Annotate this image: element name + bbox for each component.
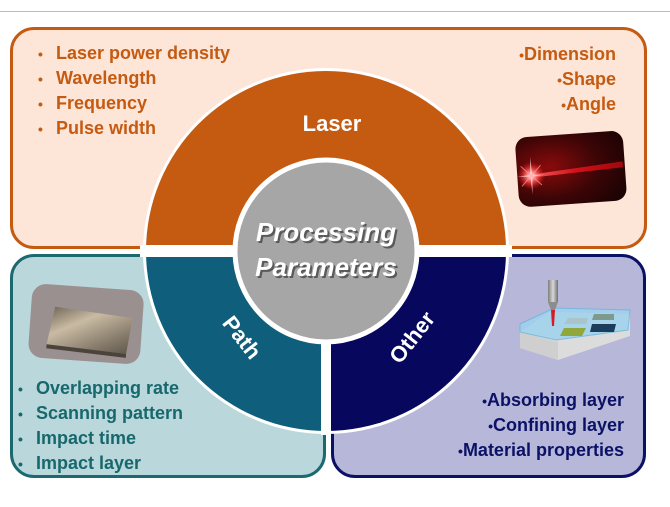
center-title-line1: Processing <box>256 217 396 247</box>
other-parameter-list: •Absorbing layer •Confining layer •Mater… <box>445 388 624 463</box>
laser-processing-setup-illustration <box>519 280 631 360</box>
list-item: •Frequency <box>38 93 148 113</box>
laser-beam-photo <box>515 131 627 207</box>
list-item: •Pulse width <box>38 118 157 138</box>
center-title-shadow-1: Processing <box>258 219 398 249</box>
metal-plate-photo <box>28 284 144 364</box>
list-item: •Impact layer <box>18 453 142 473</box>
list-item: •Shape <box>557 69 616 89</box>
laser-geometry-list: •Dimension •Shape •Angle <box>506 42 616 117</box>
list-item: •Wavelength <box>38 68 157 88</box>
top-divider-line <box>0 11 670 12</box>
list-item: •Confining layer <box>488 415 624 435</box>
list-item: •Impact time <box>18 428 137 448</box>
laser-parameter-list: •Laser power density •Wavelength •Freque… <box>38 41 230 141</box>
path-parameter-list: •Overlapping rate •Scanning pattern •Imp… <box>18 376 183 476</box>
center-title-line2: Parameters <box>255 252 397 282</box>
center-title-shadow-2: Parameters <box>257 254 399 284</box>
list-item: •Angle <box>561 94 616 114</box>
center-circle <box>232 157 420 345</box>
list-item: •Dimension <box>519 44 616 64</box>
segment-label-laser: Laser <box>303 111 362 136</box>
list-item: •Absorbing layer <box>482 390 624 410</box>
list-item: •Laser power density <box>38 43 231 63</box>
list-item: •Material properties <box>458 440 624 460</box>
list-item: •Scanning pattern <box>18 403 184 423</box>
list-item: •Overlapping rate <box>18 378 180 398</box>
